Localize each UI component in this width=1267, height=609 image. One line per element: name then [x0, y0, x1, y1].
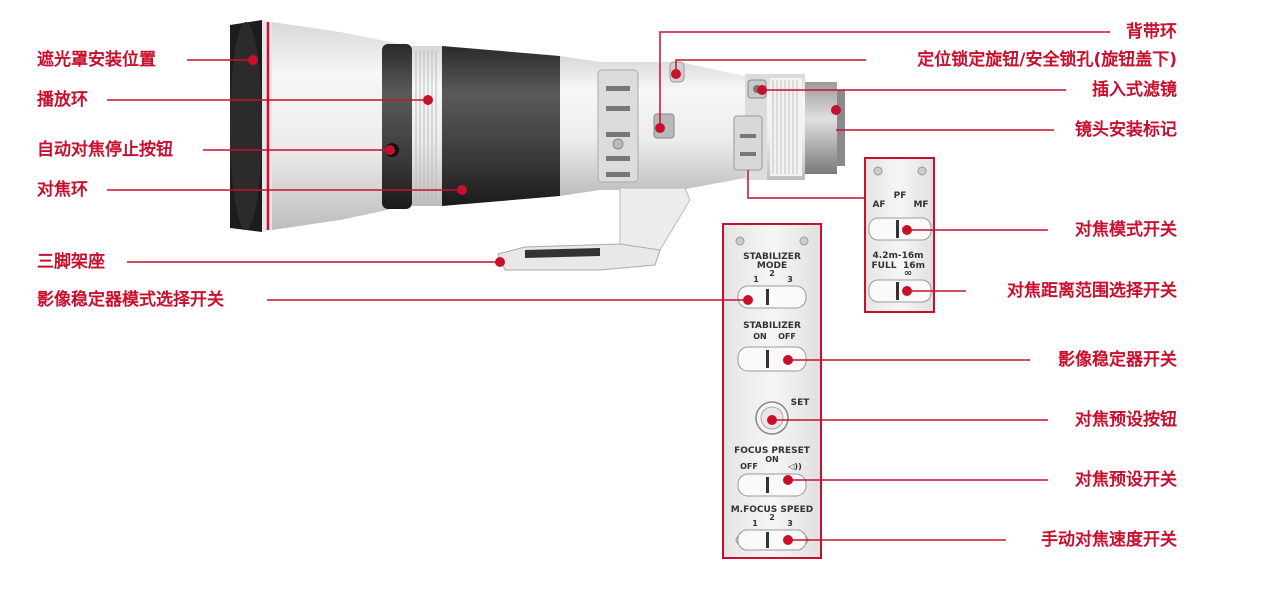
svg-text:SET: SET [791, 398, 811, 408]
focus-preset-switch [737, 473, 807, 497]
svg-text:2: 2 [769, 513, 775, 522]
switch-panel-illustration: STABILIZER MODE 2 1 3 STABILIZER ON OFF … [722, 223, 822, 559]
label-lock-knob: 定位锁定旋钮/安全锁孔(旋钮盖下) [917, 50, 1177, 70]
focus-mode-switch [868, 217, 932, 241]
svg-text:ON: ON [765, 455, 779, 464]
lens-mount [805, 82, 837, 174]
svg-text:FOCUS PRESET: FOCUS PRESET [734, 446, 811, 456]
stab-mode-switch [737, 285, 807, 309]
stab-mode-text-1: STABILIZER [743, 252, 801, 262]
label-playback-ring: 播放环 [37, 90, 88, 110]
label-focus-mode-switch: 对焦模式开关 [1075, 220, 1177, 240]
svg-text:4.2m-16m: 4.2m-16m [873, 251, 924, 261]
svg-text:3: 3 [787, 519, 793, 528]
stab-mode-text-2: MODE [757, 261, 787, 271]
svg-text:AF: AF [872, 200, 885, 210]
label-is-mode-switch: 影像稳定器模式选择开关 [37, 290, 224, 310]
svg-text:OFF: OFF [778, 332, 796, 341]
label-mf-speed-switch: 手动对焦速度开关 [1041, 530, 1177, 550]
tripod-foot [497, 243, 661, 271]
svg-text:PF: PF [894, 191, 907, 201]
label-mount-index: 镜头安装标记 [1075, 120, 1177, 140]
svg-text:1: 1 [752, 519, 758, 528]
svg-text:FULL: FULL [872, 261, 897, 271]
label-af-stop-button: 自动对焦停止按钮 [37, 140, 173, 160]
label-focus-preset-button: 对焦预设按钮 [1075, 410, 1177, 430]
tripod-collar [619, 187, 691, 253]
svg-text:3: 3 [787, 275, 793, 284]
svg-text:MF: MF [913, 200, 928, 210]
svg-text:STABILIZER: STABILIZER [743, 321, 801, 331]
label-focus-preset-switch: 对焦预设开关 [1075, 470, 1177, 490]
svg-text:16m: 16m [903, 261, 925, 271]
svg-text:ON: ON [753, 332, 767, 341]
svg-text:OFF: OFF [740, 462, 758, 471]
leader-lines [107, 31, 1110, 541]
lens-body [560, 56, 745, 196]
leader-dots [248, 55, 912, 545]
focus-panel-illustration: PF AF MF 4.2m-16m FULL 16m ∞ [864, 157, 935, 313]
label-drop-in-filter: 插入式滤镜 [1092, 80, 1177, 100]
label-is-switch: 影像稳定器开关 [1058, 350, 1177, 370]
svg-text:2: 2 [769, 269, 775, 278]
svg-text:∞: ∞ [904, 268, 912, 279]
label-focus-ring: 对焦环 [37, 180, 88, 200]
label-strap-lug: 背带环 [1126, 22, 1177, 42]
svg-text:1: 1 [753, 275, 759, 284]
stab-switch [737, 346, 807, 372]
svg-text:M.FOCUS SPEED: M.FOCUS SPEED [731, 505, 814, 515]
focus-ring [442, 46, 560, 206]
label-hood-mount: 遮光罩安装位置 [37, 50, 156, 70]
svg-text:◁)): ◁)) [787, 462, 801, 471]
label-focus-range-switch: 对焦距离范围选择开关 [1007, 281, 1177, 301]
label-tripod-mount: 三脚架座 [37, 252, 105, 272]
